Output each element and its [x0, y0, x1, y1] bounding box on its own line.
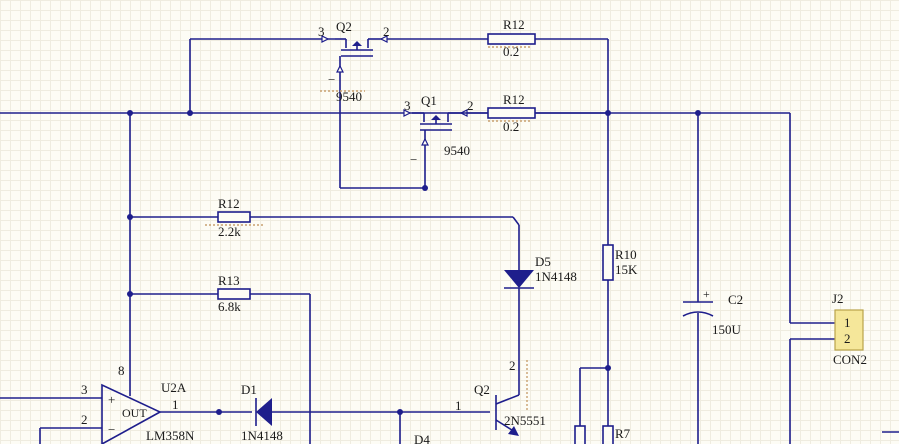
- r10-value: 15K: [615, 262, 638, 277]
- resistor-r7: [602, 425, 614, 444]
- d1-designator: D1: [241, 382, 257, 397]
- u2a-minus-symbol: −: [108, 422, 115, 437]
- d5-value: 1N4148: [535, 269, 577, 284]
- mosfet-q2: [320, 35, 388, 92]
- u2a-pin-1: 1: [172, 397, 179, 412]
- q1-value: 9540: [444, 143, 470, 158]
- u2a-value: LM358N: [146, 428, 195, 443]
- c2-plus-sign: +: [703, 287, 710, 301]
- u2a-pin-2: 2: [81, 412, 88, 427]
- transistor-q2-bjt: [495, 360, 528, 436]
- junction-dots: [127, 110, 701, 415]
- j2-pin-2: 2: [844, 331, 851, 346]
- c2-designator: C2: [728, 292, 743, 307]
- q2-designator: Q2: [336, 19, 352, 34]
- d5-designator: D5: [535, 254, 551, 269]
- d1-value: 1N4148: [241, 428, 283, 443]
- resistor-r12-top: [487, 33, 536, 45]
- q1-gate-dash: −: [410, 152, 417, 167]
- q2-value: 9540: [336, 89, 362, 104]
- u2a-pin-3: 3: [81, 382, 88, 397]
- r12-top-value: 0.2: [503, 44, 519, 59]
- r10-designator: R10: [615, 247, 637, 262]
- c2-value: 150U: [712, 322, 742, 337]
- r13-designator: R13: [218, 273, 240, 288]
- wires: [0, 38, 835, 444]
- u2a-designator: U2A: [161, 380, 187, 395]
- q2-bjt-pin-2: 2: [509, 358, 516, 373]
- j2-value: CON2: [833, 352, 867, 367]
- r7-designator: R7: [615, 426, 631, 441]
- mosfet-q1: [403, 109, 488, 150]
- connector-j2: [834, 309, 864, 351]
- q2-bjt-value: 2N5551: [504, 413, 546, 428]
- q2-pin-3: 3: [318, 24, 325, 39]
- d4-designator: D4: [414, 432, 430, 444]
- q1-pin-3: 3: [404, 98, 411, 113]
- opamp-u2a: [101, 383, 162, 444]
- q2-gate-dash: −: [328, 72, 335, 87]
- q1-designator: Q1: [421, 93, 437, 108]
- resistor-r10: [602, 244, 614, 281]
- capacitor-c2: +: [682, 287, 714, 317]
- resistor-r12-mid: [487, 107, 536, 119]
- j2-pin-1: 1: [844, 315, 851, 330]
- u2a-out-label: OUT: [122, 406, 147, 420]
- u2a-plus-symbol: +: [108, 392, 115, 407]
- r12-low-designator: R12: [218, 196, 240, 211]
- r12-mid-value: 0.2: [503, 119, 519, 134]
- q2-bjt-pin-1: 1: [455, 398, 462, 413]
- diode-d1: [255, 398, 272, 426]
- resistor-r12-2k2: [217, 211, 251, 223]
- q2-pin-2: 2: [383, 24, 390, 39]
- resistor-r13: [217, 288, 251, 300]
- j2-designator: J2: [832, 291, 844, 306]
- r12-top-designator: R12: [503, 17, 525, 32]
- r13-value: 6.8k: [218, 299, 241, 314]
- q1-pin-2: 2: [467, 98, 474, 113]
- r12-low-value: 2.2k: [218, 224, 241, 239]
- q2-bjt-designator: Q2: [474, 382, 490, 397]
- diode-d5: [504, 270, 534, 289]
- u2a-pin-8: 8: [118, 363, 125, 378]
- r12-mid-designator: R12: [503, 92, 525, 107]
- resistor-partial-left: [574, 425, 586, 444]
